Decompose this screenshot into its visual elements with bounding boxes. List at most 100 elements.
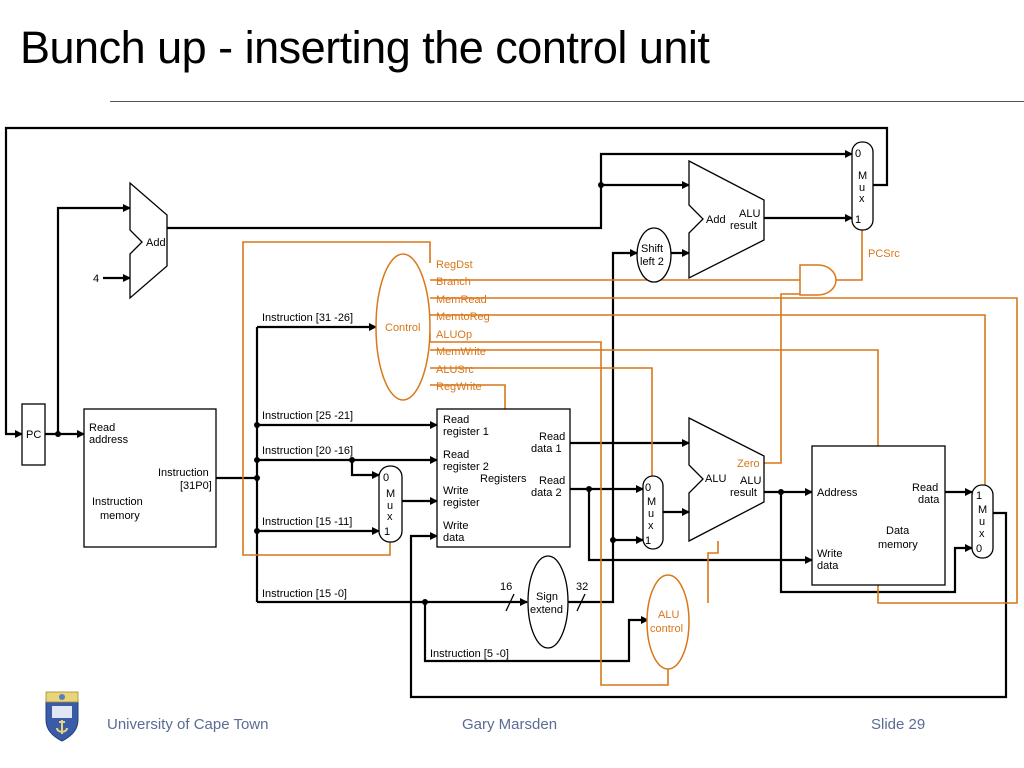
wire-junctions — [55, 182, 784, 605]
reg-read1-a: Read — [443, 414, 469, 426]
instr-25-21-label: Instruction [25 -21] — [262, 410, 353, 422]
instr-31-26-label: Instruction [31 -26] — [262, 312, 353, 324]
reg-wdata-a: Write — [443, 520, 468, 532]
sign-ext-to-shift — [568, 249, 638, 604]
bits-16-label: 16 — [500, 581, 512, 593]
branch-adder-result: result — [730, 220, 757, 232]
instr-20-16-to-mux — [350, 460, 380, 479]
register-file — [436, 408, 571, 548]
signal-memtoreg: MemtoReg — [436, 311, 490, 323]
signal-regdst: RegDst — [436, 259, 473, 271]
instr-5-0-label: Instruction [5 -0] — [430, 648, 509, 660]
shift-label-1: Shift — [641, 243, 663, 255]
reg-write-a: Write — [443, 485, 468, 497]
dmem-write-label-b: data — [817, 560, 839, 572]
dmem-write-label-a: Write — [817, 548, 842, 560]
alusrc-mux-1: 1 — [645, 535, 651, 547]
reg-rdata1-b: data 1 — [531, 443, 562, 455]
control-label: Control — [385, 322, 420, 334]
alusrc-wire — [430, 367, 653, 477]
alu-label: ALU — [705, 473, 726, 485]
instr-15-11-label: Instruction [15 -11] — [262, 516, 352, 528]
memtoreg-mux-1: 1 — [976, 490, 982, 502]
registers-label: Registers — [480, 473, 527, 485]
sign-label-2: extend — [530, 604, 563, 616]
branch-adder-add: Add — [706, 214, 726, 226]
memtoreg-mux-0: 0 — [976, 543, 982, 555]
alusrc-mux-u: u — [648, 508, 654, 520]
alu-result-label-2: result — [730, 487, 757, 499]
memtoreg-wire — [430, 314, 986, 486]
title-rule — [110, 101, 1024, 102]
pcsrc-mux-x: x — [859, 193, 865, 205]
regdst-mux-m: M — [386, 488, 395, 500]
reg-rdata2-b: data 2 — [531, 487, 562, 499]
alu-control — [646, 574, 690, 670]
bits-32-slash — [576, 593, 586, 612]
alusrc-mux — [642, 475, 664, 550]
reg-rdata1-a: Read — [539, 431, 565, 443]
pcsrc-mux-m: M — [858, 170, 867, 182]
pc-to-adder-wire — [56, 204, 131, 434]
university-crest-logo — [45, 691, 79, 742]
pcsrc-mux-0: 0 — [855, 148, 861, 160]
instr-20-16-label: Instruction [20 -16] — [262, 445, 353, 457]
memread-wire — [430, 297, 1018, 604]
imem-name-label-2: memory — [100, 510, 140, 522]
pc-next-wire — [4, 126, 889, 438]
imem-instr-label-2: [31P0] — [180, 480, 212, 492]
alu-result-label-1: ALU — [740, 475, 761, 487]
branch-adder-alu: ALU — [739, 208, 760, 220]
read-data2-to-dmem — [587, 489, 813, 564]
reg-write-b: register — [443, 497, 480, 509]
memtoreg-mux — [971, 484, 994, 559]
reg-read1-b: register 1 — [443, 426, 489, 438]
footer-author: Gary Marsden — [462, 716, 558, 733]
zero-label: Zero — [737, 458, 760, 470]
regdst-mux-u: u — [387, 500, 393, 512]
instr-15-0-label: Instruction [15 -0] — [262, 588, 347, 600]
memtoreg-mux-x: x — [979, 528, 985, 540]
memtoreg-mux-u: u — [979, 516, 985, 528]
regdst-mux-x: x — [387, 511, 393, 523]
reg-wdata-b: data — [443, 532, 465, 544]
dmem-name-label-1: Data — [886, 525, 910, 537]
signal-alusrc: ALUSrc — [436, 364, 474, 376]
shift-left-2 — [636, 227, 672, 283]
datapath-diagram: PC 4 Add Read address Instruction [31P0]… — [4, 126, 1018, 699]
sign-label-1: Sign — [536, 591, 558, 603]
shift-label-2: left 2 — [640, 256, 664, 268]
imem-instr-label-1: Instruction — [158, 467, 209, 479]
alu-control-label-1: ALU — [658, 609, 679, 621]
regwrite-wire — [430, 384, 506, 409]
regdst-wire — [242, 241, 431, 556]
pc-register — [21, 403, 46, 466]
regdst-mux — [378, 465, 403, 543]
alu-control-out — [707, 541, 719, 603]
writeback-wire — [409, 511, 1008, 699]
instr-5-0-wire — [423, 602, 649, 663]
signal-memread: MemRead — [436, 294, 487, 306]
regdst-mux-1: 1 — [384, 526, 390, 538]
reg-read2-b: register 2 — [443, 461, 489, 473]
footer-university: University of Cape Town — [107, 716, 269, 733]
dmem-read-label-b: data — [918, 494, 940, 506]
const-4-label: 4 — [93, 273, 99, 285]
alu-result-bypass — [779, 492, 973, 594]
reg-read2-a: Read — [443, 449, 469, 461]
control-unit — [375, 253, 431, 401]
dmem-address-label: Address — [817, 487, 858, 499]
control-signal-labels: RegDst Branch MemRead MemtoReg ALUOp Mem… — [436, 259, 490, 393]
pcsrc-mux — [851, 141, 874, 231]
pcsrc-label: PCSrc — [868, 248, 900, 260]
sign-extend — [527, 555, 569, 649]
memwrite-wire — [430, 349, 879, 446]
pc-label: PC — [26, 429, 41, 441]
instruction-memory — [83, 408, 217, 548]
alusrc-mux-m: M — [647, 496, 656, 508]
footer-slide-number: Slide 29 — [871, 716, 926, 733]
dmem-read-label-a: Read — [912, 482, 938, 494]
dmem-name-label-2: memory — [878, 539, 918, 551]
signal-regwrite: RegWrite — [436, 381, 482, 393]
reg-rdata2-a: Read — [539, 475, 565, 487]
